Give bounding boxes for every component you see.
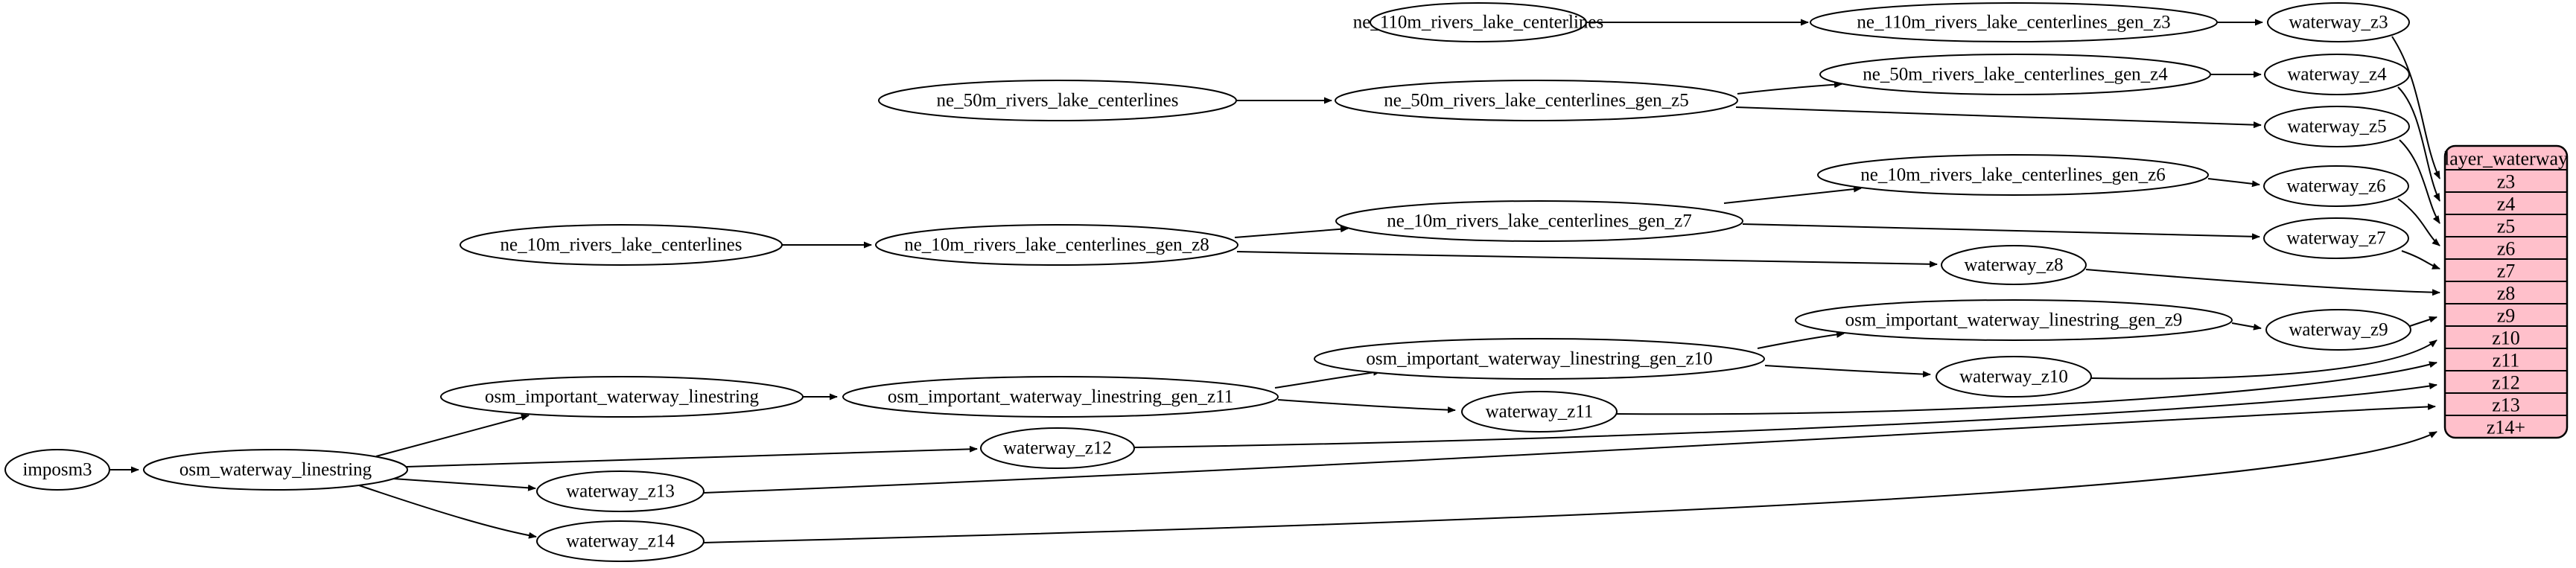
node-waterway_z13: waterway_z13 [536, 470, 705, 512]
node-ne_10m_rivers_lake_centerlines: ne_10m_rivers_lake_centerlines [459, 224, 783, 266]
table-row-z8: z8 [2497, 283, 2516, 304]
node-waterway_z14: waterway_z14 [536, 520, 705, 562]
node-waterway_z3-label: waterway_z3 [2289, 13, 2388, 33]
edge-gen_z11-to-waterway_z11 [1277, 399, 1456, 414]
table-row-z13: z13 [2492, 395, 2520, 416]
node-waterway_z14-label: waterway_z14 [566, 532, 675, 552]
node-waterway_z6-label: waterway_z6 [2286, 176, 2385, 197]
edge-osm_waterway_linestring-to-waterway_z13 [392, 478, 536, 491]
edge-osm_waterway_linestring-to-waterway_z14 [358, 485, 537, 539]
node-ne_110m_rivers_lake_centerlines_gen_z3-label: ne_110m_rivers_lake_centerlines_gen_z3 [1857, 13, 2170, 33]
table-row-z5: z5 [2497, 216, 2516, 237]
node-waterway_z11: waterway_z11 [1461, 391, 1618, 433]
node-waterway_z4-label: waterway_z4 [2287, 65, 2387, 85]
edge-waterway_z4-to-row_z4 [2397, 86, 2440, 202]
node-ne_50m_rivers_lake_centerlines: ne_50m_rivers_lake_centerlines [878, 80, 1237, 121]
node-ne_10m_rivers_lake_centerlines_gen_z8: ne_10m_rivers_lake_centerlines_gen_z8 [875, 224, 1238, 266]
node-osm_important_waterway_linestring_gen_z9: osm_important_waterway_linestring_gen_z9 [1795, 299, 2233, 341]
layer-waterway-table: layer_waterway z3 z4 z5 z6 z7 z8 z9 z10 … [2443, 144, 2569, 439]
node-waterway_z5: waterway_z5 [2264, 106, 2410, 147]
node-ne_10m_rivers_lake_centerlines_gen_z6: ne_10m_rivers_lake_centerlines_gen_z6 [1817, 154, 2209, 196]
edge-gen_z5-to-gen_z4 [1737, 81, 1842, 95]
node-osm_important_waterway_linestring_gen_z10: osm_important_waterway_linestring_gen_z1… [1314, 338, 1765, 380]
edge-gen_z11-to-gen_z10 [1274, 368, 1381, 389]
table-row-z10: z10 [2492, 328, 2520, 349]
node-osm_waterway_linestring-label: osm_waterway_linestring [179, 460, 372, 480]
node-osm_important_waterway_linestring-label: osm_important_waterway_linestring [485, 387, 759, 407]
table-row-z9: z9 [2497, 305, 2516, 327]
node-waterway_z9: waterway_z9 [2265, 309, 2411, 351]
edge-gen_z10-to-gen_z9 [1757, 331, 1845, 349]
node-ne_50m_rivers_lake_centerlines_gen_z5-label: ne_50m_rivers_lake_centerlines_gen_z5 [1384, 91, 1689, 111]
node-ne_50m_rivers_lake_centerlines_gen_z4-label: ne_50m_rivers_lake_centerlines_gen_z4 [1863, 65, 2168, 85]
edge-gen_z8-to-gen_z7 [1234, 226, 1349, 238]
node-ne_10m_rivers_lake_centerlines-label: ne_10m_rivers_lake_centerlines [500, 235, 742, 255]
edges [110, 19, 2440, 543]
edge-waterway_z14-to-row_z14plus [702, 431, 2437, 543]
node-waterway_z6: waterway_z6 [2263, 165, 2409, 207]
edge-waterway_z12-to-row_z12 [1133, 383, 2437, 448]
table-row-z3: z3 [2497, 171, 2516, 193]
edge-gen_z7-to-gen_z6 [1723, 185, 1862, 204]
node-ne_50m_rivers_lake_centerlines_gen_z4: ne_50m_rivers_lake_centerlines_gen_z4 [1819, 54, 2211, 95]
edge-waterway_z5-to-row_z5 [2399, 139, 2440, 224]
edge-osm_waterway_linestring-to-waterway_z12 [406, 445, 978, 468]
node-ne_10m_rivers_lake_centerlines_gen_z7-label: ne_10m_rivers_lake_centerlines_gen_z7 [1387, 211, 1692, 232]
node-waterway_z8-label: waterway_z8 [1964, 255, 2063, 275]
node-imposm3: imposm3 [4, 449, 110, 491]
node-osm_important_waterway_linestring_gen_z9-label: osm_important_waterway_linestring_gen_z9 [1845, 310, 2183, 331]
edge-gen_z6-to-waterway_z6 [2207, 178, 2260, 188]
node-waterway_z8: waterway_z8 [1941, 245, 2087, 285]
node-waterway_z10-label: waterway_z10 [1959, 367, 2068, 387]
edge-osm_waterway_linestring-to-osm_important_waterway_linestring [375, 414, 529, 457]
edge-waterway_z9-to-row_z9 [2409, 316, 2437, 327]
edge-gen_z10-to-waterway_z10 [1764, 365, 1931, 378]
node-waterway_z12: waterway_z12 [980, 427, 1135, 469]
node-osm_important_waterway_linestring_gen_z11-label: osm_important_waterway_linestring_gen_z1… [888, 387, 1233, 407]
node-ne_10m_rivers_lake_centerlines_gen_z8-label: ne_10m_rivers_lake_centerlines_gen_z8 [904, 235, 1209, 255]
edge-waterway_z8-to-row_z8 [2085, 269, 2440, 296]
node-waterway_z7: waterway_z7 [2263, 217, 2409, 259]
node-ne_50m_rivers_lake_centerlines-label: ne_50m_rivers_lake_centerlines [937, 91, 1179, 111]
edge-waterway_z3-to-row_z3 [2391, 36, 2440, 179]
node-ne_10m_rivers_lake_centerlines_gen_z6-label: ne_10m_rivers_lake_centerlines_gen_z6 [1860, 165, 2166, 185]
table-row-z11: z11 [2493, 350, 2520, 371]
table-row-z12: z12 [2492, 372, 2520, 394]
node-waterway_z13-label: waterway_z13 [566, 482, 675, 502]
node-ne_110m_rivers_lake_centerlines-label: ne_110m_rivers_lake_centerlines [1353, 13, 1603, 33]
node-osm_important_waterway_linestring: osm_important_waterway_linestring [440, 376, 804, 418]
node-ne_110m_rivers_lake_centerlines_gen_z3: ne_110m_rivers_lake_centerlines_gen_z3 [1810, 2, 2218, 42]
node-waterway_z11-label: waterway_z11 [1486, 402, 1594, 422]
table-row-z14plus: z14+ [2487, 417, 2525, 438]
table-row-z6: z6 [2497, 238, 2516, 260]
node-waterway_z9-label: waterway_z9 [2289, 320, 2388, 340]
edge-waterway_z10-to-row_z10 [2090, 339, 2437, 380]
nodes: imposm3 osm_waterway_linestring osm_impo… [4, 2, 2411, 562]
table-row-z4: z4 [2497, 194, 2516, 215]
layer-waterway-title: layer_waterway [2444, 148, 2568, 170]
node-ne_50m_rivers_lake_centerlines_gen_z5: ne_50m_rivers_lake_centerlines_gen_z5 [1335, 80, 1738, 121]
edge-waterway_z11-to-row_z11 [1616, 361, 2437, 415]
edge-gen_z9-to-waterway_z9 [2231, 322, 2262, 331]
layer-waterway-table-body [2443, 144, 2569, 439]
node-osm_waterway_linestring: osm_waterway_linestring [143, 449, 408, 491]
node-imposm3-label: imposm3 [22, 460, 92, 480]
node-waterway_z12-label: waterway_z12 [1003, 438, 1112, 459]
node-waterway_z4: waterway_z4 [2264, 54, 2410, 95]
node-ne_110m_rivers_lake_centerlines: ne_110m_rivers_lake_centerlines [1353, 2, 1603, 42]
table-row-z7: z7 [2497, 261, 2516, 282]
edge-waterway_z6-to-row_z6 [2397, 198, 2440, 246]
node-ne_10m_rivers_lake_centerlines_gen_z7: ne_10m_rivers_lake_centerlines_gen_z7 [1335, 200, 1743, 242]
edge-waterway_z7-to-row_z7 [2401, 250, 2440, 269]
node-osm_important_waterway_linestring_gen_z10-label: osm_important_waterway_linestring_gen_z1… [1366, 349, 1712, 369]
edge-gen_z7-to-waterway_z7 [1742, 223, 2260, 240]
edge-gen_z8-to-waterway_z8 [1236, 251, 1938, 268]
node-waterway_z3: waterway_z3 [2267, 2, 2410, 42]
node-waterway_z7-label: waterway_z7 [2286, 229, 2385, 249]
edge-gen_z5-to-waterway_z5 [1735, 106, 2262, 129]
node-waterway_z10: waterway_z10 [1936, 356, 2092, 398]
node-waterway_z5-label: waterway_z5 [2287, 117, 2386, 137]
edge-waterway_z13-to-row_z13 [703, 403, 2436, 494]
node-osm_important_waterway_linestring_gen_z11: osm_important_waterway_linestring_gen_z1… [842, 376, 1279, 418]
